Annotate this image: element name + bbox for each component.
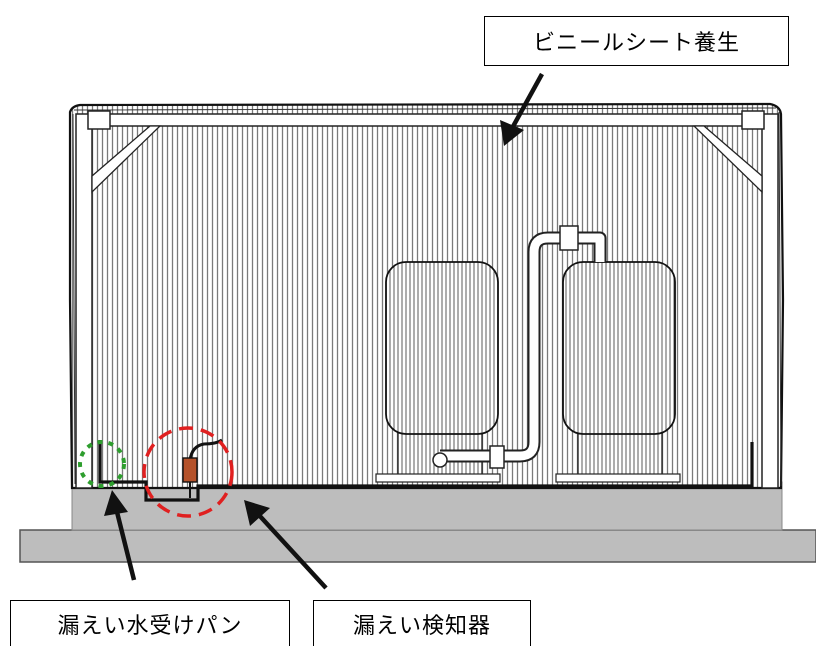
label-drip-pan: 漏えい水受けパン (10, 600, 290, 646)
frame-left-corner (87, 110, 111, 130)
arrow-pan-head (104, 490, 128, 516)
frame-left-post (75, 113, 93, 489)
arrow-vinyl-head (500, 120, 524, 146)
equipment-plinth (71, 481, 783, 531)
tank-right-foot (577, 427, 663, 477)
tank-right-base (555, 473, 681, 483)
frame-left-brace (91, 125, 162, 194)
pipe-flange-lower (489, 445, 505, 469)
leak-detector-body (182, 457, 198, 483)
red-highlight-circle (142, 426, 234, 518)
foundation-slab (19, 529, 816, 563)
arrow-vinyl-shaft (508, 72, 544, 134)
drip-pan (98, 440, 754, 502)
green-highlight-circle (78, 440, 126, 488)
pipe-end-cap (432, 452, 448, 468)
label-leak-detector: 漏えい検知器 (313, 600, 531, 646)
frame-right-post (761, 113, 779, 489)
tank-left (385, 261, 499, 435)
frame-right-corner (741, 110, 765, 130)
arrow-pan-shaft (113, 507, 137, 581)
tank-right (562, 261, 676, 435)
connecting-pipe-inner (440, 233, 605, 461)
frame-top-rail (91, 113, 759, 127)
detector-cable (188, 438, 223, 461)
sheet-outline-sketch (72, 107, 782, 487)
label-vinyl-sheet: ビニールシート養生 (484, 16, 789, 66)
pipe-flange-upper (559, 225, 579, 251)
arrow-detector-shaft (256, 512, 328, 590)
tank-left-base (375, 473, 501, 483)
frame-right-brace (692, 125, 763, 194)
arrow-detector-head (244, 500, 270, 526)
